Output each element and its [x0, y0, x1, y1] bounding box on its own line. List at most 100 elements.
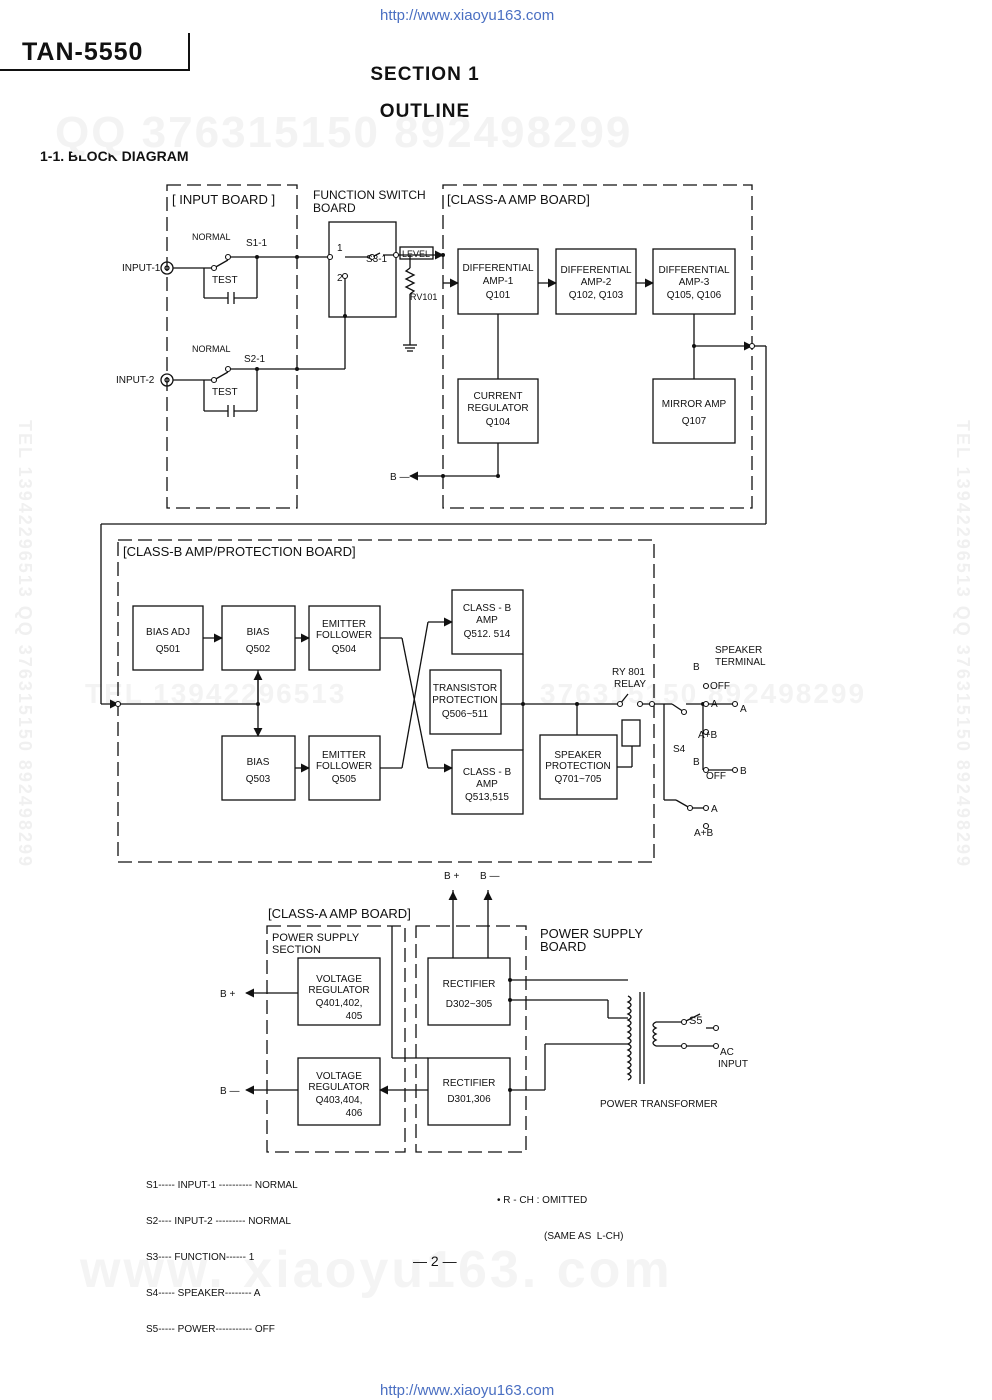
s3-label: S3-1	[366, 254, 388, 265]
diff3-line2: AMP-3	[679, 277, 710, 288]
class-b-board-label: [CLASS-B AMP/PROTECTION BOARD]	[123, 544, 356, 559]
speaker-terminal-label-2: TERMINAL	[715, 657, 766, 668]
creg-line3: Q104	[486, 417, 511, 428]
s3-pos1-label: 1	[337, 243, 343, 254]
psu-board-frame	[415, 925, 527, 1153]
creg-line1: CURRENT	[474, 391, 523, 402]
watermark-bottom: www. xiaoyu163. com	[80, 1241, 673, 1299]
class-a-board-label: [CLASS-A AMP BOARD]	[447, 192, 590, 207]
diff1-line3: Q101	[486, 290, 511, 301]
diff2-line2: AMP-2	[581, 277, 612, 288]
function-board-label-2: BOARD	[313, 201, 356, 215]
section-title: SECTION 1	[370, 64, 480, 85]
bias1-line2: Q502	[246, 644, 271, 655]
classb1-line2: AMP	[476, 615, 498, 626]
trprot-line3: Q506~511	[442, 709, 489, 720]
vreg2-line4: 406	[346, 1108, 363, 1119]
s3-pos2-label: 2	[337, 273, 343, 284]
outline-title: OUTLINE	[379, 101, 471, 122]
diff2-line3: Q102, Q103	[569, 290, 624, 301]
vreg2-line2: REGULATOR	[308, 1082, 369, 1093]
spkprot-line3: Q701~705	[555, 774, 602, 785]
vreg1-line3: Q401,402,	[316, 998, 363, 1009]
rch-note: • R - CH : OMITTED (SAME AS L-CH)	[497, 1171, 623, 1255]
subsection-title: 1-1. BLOCK DIAGRAM	[40, 148, 189, 164]
class-b-amp-lower-box	[451, 749, 524, 815]
vreg1-line1: VOLTAGE	[316, 974, 362, 985]
terminal-b-label: B	[740, 766, 747, 777]
creg-line2: REGULATOR	[467, 403, 528, 414]
transistor-protection-box	[429, 669, 502, 735]
watermark-right: TEL 13942296513 QQ 376315150 892498299	[953, 420, 973, 868]
source-url-top[interactable]: http://www.xiaoyu163.com	[380, 7, 555, 24]
diff2-line1: DIFFERENTIAL	[560, 265, 632, 276]
classb2-line2: AMP	[476, 779, 498, 790]
power-transformer-label: POWER TRANSFORMER	[600, 1099, 718, 1110]
speaker-terminal-label-1: SPEAKER	[715, 645, 762, 656]
test-label-2: TEST	[212, 387, 238, 398]
s4-a-label-2: A	[711, 804, 718, 815]
s4-off-label-2: OFF	[706, 771, 726, 782]
bias2-line2: Q503	[246, 774, 271, 785]
legend-line: S5----- POWER----------- OFF	[146, 1324, 275, 1335]
trprot-line1: TRANSISTOR	[433, 683, 497, 694]
classb1-line1: CLASS - B	[463, 603, 512, 614]
s4-off-label-1: OFF	[710, 681, 730, 692]
source-url-bottom[interactable]: http://www.xiaoyu163.com	[380, 1382, 555, 1399]
normal-label-2: NORMAL	[192, 344, 231, 354]
bias-adj-line1: BIAS ADJ	[146, 627, 190, 638]
b-minus-top-label: B —	[480, 871, 499, 882]
bias-adj-line2: Q501	[156, 644, 181, 655]
classb2-line3: Q513,515	[465, 792, 509, 803]
s4-b-label-2: B	[693, 757, 700, 768]
level-label: LEVEL	[402, 249, 430, 259]
mirror-line1: MIRROR AMP	[662, 399, 727, 410]
s4-a-label-1: A	[711, 699, 718, 710]
vreg2-line3: Q403,404,	[316, 1095, 363, 1106]
diff3-line3: Q105, Q106	[667, 290, 722, 301]
class-a-lower-label: [CLASS-A AMP BOARD]	[268, 906, 411, 921]
ef1-line1: EMITTER	[322, 619, 366, 630]
psu-section-label-2: SECTION	[272, 944, 321, 956]
psu-section-frame	[266, 925, 406, 1153]
rect1-line1: RECTIFIER	[443, 979, 496, 990]
bias1-line1: BIAS	[247, 627, 270, 638]
spkprot-line1: SPEAKER	[554, 750, 601, 761]
ef2-line2: FOLLOWER	[316, 761, 372, 772]
function-switch-box	[328, 221, 397, 318]
rect1-line2: D302~305	[446, 999, 493, 1010]
rectifier-upper-box	[427, 957, 511, 1026]
note-line: (SAME AS L-CH)	[544, 1231, 624, 1242]
input-board-frame	[166, 184, 298, 509]
bias-q502-box	[221, 605, 296, 671]
relay-label-1: RY 801	[612, 667, 645, 678]
s4-label: S4	[673, 744, 686, 755]
s1-label: S1-1	[246, 238, 268, 249]
input-board-label: [ INPUT BOARD ]	[172, 192, 275, 207]
rect2-line2: D301,306	[447, 1094, 491, 1105]
s5-label: S5	[689, 1015, 702, 1027]
input2-label: INPUT-2	[116, 375, 155, 386]
vreg1-line4: 405	[346, 1011, 363, 1022]
ef1-line3: Q504	[332, 644, 357, 655]
watermark-top: QQ 376315150 892498299	[55, 108, 633, 157]
s4-ab-label-2: A+B	[694, 828, 714, 839]
ef2-line1: EMITTER	[322, 750, 366, 761]
diff3-line1: DIFFERENTIAL	[658, 265, 730, 276]
rect2-line1: RECTIFIER	[443, 1078, 496, 1089]
rectifier-lower-box	[427, 1057, 511, 1126]
psu-board-label-1: POWER SUPPLY	[540, 926, 643, 941]
rv101-label: RV101	[410, 292, 437, 302]
s2-label: S2-1	[244, 354, 266, 365]
note-line: • R - CH : OMITTED	[497, 1195, 588, 1206]
bias2-line1: BIAS	[247, 757, 270, 768]
b-minus-classa-label: B —	[390, 472, 409, 483]
normal-label-1: NORMAL	[192, 232, 231, 242]
trprot-line2: PROTECTION	[432, 695, 498, 706]
spkprot-line2: PROTECTION	[545, 761, 611, 772]
switch-legend: S1----- INPUT-1 ---------- NORMAL S2----…	[146, 1156, 298, 1348]
vreg2-line1: VOLTAGE	[316, 1071, 362, 1082]
legend-line: S1----- INPUT-1 ---------- NORMAL	[146, 1180, 298, 1191]
ef2-line3: Q505	[332, 774, 357, 785]
